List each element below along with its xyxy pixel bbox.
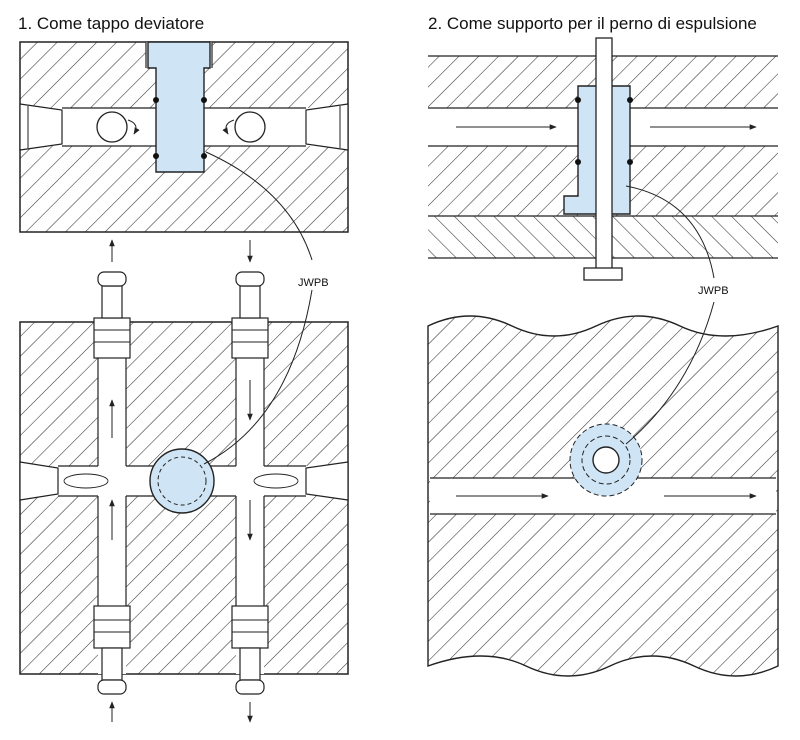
callout-jwpb-2: JWPB — [698, 285, 729, 297]
leader-line — [625, 185, 715, 279]
panel2-top-section — [428, 37, 778, 281]
o-ring — [201, 153, 207, 159]
ejector-pin-head — [583, 267, 623, 281]
o-ring — [153, 153, 159, 159]
fitting-bottom-right — [231, 605, 269, 695]
callout-jwpb-1: JWPB — [298, 277, 329, 289]
leader-line — [625, 301, 715, 445]
panel2-bottom-section — [427, 301, 779, 677]
leader-line — [205, 151, 313, 261]
vertical-passage-left — [96, 111, 128, 143]
panel1-title: 1. Come tappo deviatore — [18, 14, 205, 33]
jwpb-plug-top-view — [149, 448, 215, 514]
panel1-bottom-section — [19, 271, 349, 695]
leader-line — [203, 289, 313, 465]
flow-arrow — [127, 119, 140, 135]
fitting-bottom-left — [93, 605, 131, 695]
o-ring — [153, 97, 159, 103]
panel1-top-section — [19, 41, 349, 261]
o-ring — [201, 97, 207, 103]
ejector-pin-top-view — [592, 446, 620, 474]
jwpb-plug — [147, 41, 211, 173]
fitting-top-right — [231, 271, 269, 359]
fitting-thread-left — [19, 103, 63, 151]
ejector-pin — [595, 37, 613, 271]
vertical-passage-right — [234, 111, 266, 143]
flow-arrow — [222, 119, 235, 135]
panel2-title: 2. Come supporto per il perno di espulsi… — [428, 14, 757, 33]
fitting-thread-right — [305, 103, 349, 151]
fitting-top-left — [93, 271, 131, 359]
